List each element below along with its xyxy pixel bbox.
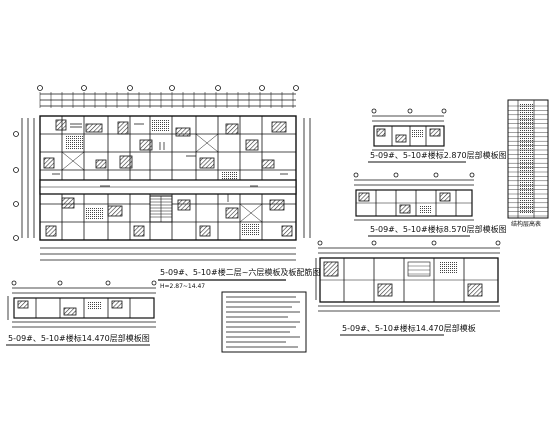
level-table-caption: 结构层高表 (511, 221, 542, 228)
bottom-right-plan-title: 5-09#、5-10#楼标14.470层部模板 (342, 324, 476, 333)
main-plan (13, 85, 311, 281)
mid-right-plan-title: 5-09#、5-10#楼标8.570层部模板图 (370, 225, 507, 234)
top-right-plan-title: 5-09#、5-10#楼标2.870层部模板图 (370, 151, 507, 160)
top-right-plan (368, 108, 466, 163)
mid-right-plan (353, 172, 475, 237)
bottom-left-plan-title: 5-09#、5-10#楼标14.470层部模板图 (8, 334, 150, 343)
bottom-right-plan (315, 240, 501, 336)
level-table (507, 99, 549, 219)
main-plan-title: 5-09#、5-10#楼二层~六层模板及板配筋图 (160, 268, 321, 277)
main-plan-note: H=2.87~14.47 (160, 283, 206, 290)
notes-box (221, 291, 307, 353)
bottom-left-plan (6, 280, 157, 346)
